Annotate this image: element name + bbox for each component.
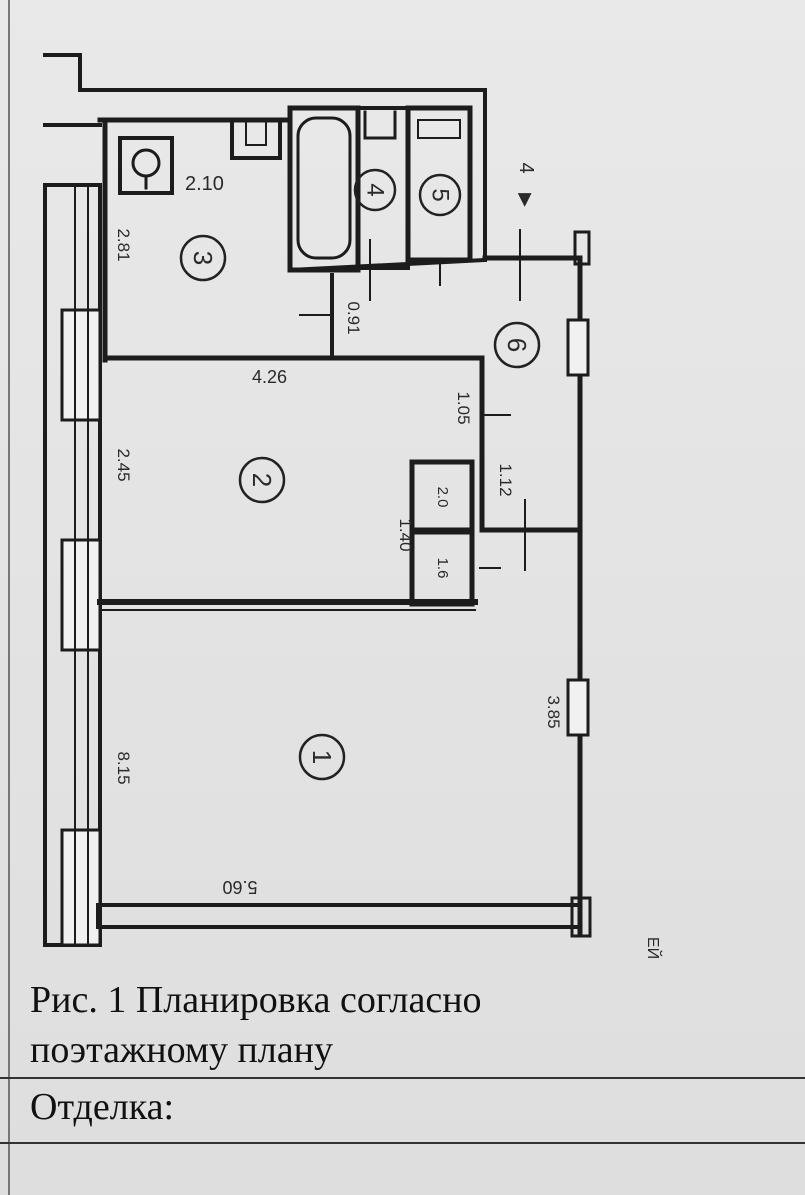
room-5-marker — [418, 173, 462, 217]
divider-line-bottom — [0, 1142, 805, 1144]
room-6-marker — [493, 321, 541, 369]
room-1-marker — [298, 733, 346, 781]
dim-105: 1.05 — [454, 391, 473, 424]
dim-room2-width: 4.26 — [252, 367, 287, 387]
figure-caption: Рис. 1 Планировка согласно поэтажному пл… — [30, 975, 482, 1075]
side-mark: ЕЙ — [644, 937, 663, 959]
dim-385: 3.85 — [544, 695, 563, 728]
floor-plan: 3 4 5 6 2 1 2.10 2.81 0.91 4.26 2.45 1.0… — [43, 53, 663, 959]
section-mark-number: 4 — [515, 162, 537, 173]
closet-dim-20: 2.0 — [434, 487, 451, 508]
room-1-number: 1 — [307, 750, 337, 764]
room-3-marker — [179, 234, 227, 282]
dim-140: 1.40 — [396, 518, 415, 551]
dim-door-091: 0.91 — [344, 301, 363, 334]
caption-line-2: поэтажному плану — [30, 1029, 333, 1071]
caption-line-1: Рис. 1 Планировка согласно — [30, 979, 482, 1021]
closet-dim-16: 1.6 — [434, 558, 451, 579]
room-4-number: 4 — [362, 183, 389, 196]
divider-line — [0, 1077, 805, 1079]
dim-kitchen-width: 2.10 — [185, 173, 224, 195]
room-3-number: 3 — [188, 251, 218, 265]
dim-room2-depth: 2.45 — [114, 448, 133, 481]
dim-112: 1.12 — [496, 463, 515, 496]
finish-label: Отделка: — [30, 1086, 175, 1128]
room-2-marker — [238, 456, 286, 504]
section-mark-arrow: ▶ — [516, 193, 536, 207]
room-4-marker — [353, 168, 397, 212]
dim-kitchen-depth: 2.81 — [114, 228, 133, 261]
room-5-number: 5 — [427, 188, 454, 201]
page-border-left — [8, 0, 10, 1195]
dim-815: 8.15 — [114, 751, 133, 784]
room-6-number: 6 — [502, 338, 532, 352]
room-2-number: 2 — [247, 473, 277, 487]
dim-560: 5.60 — [222, 877, 257, 897]
